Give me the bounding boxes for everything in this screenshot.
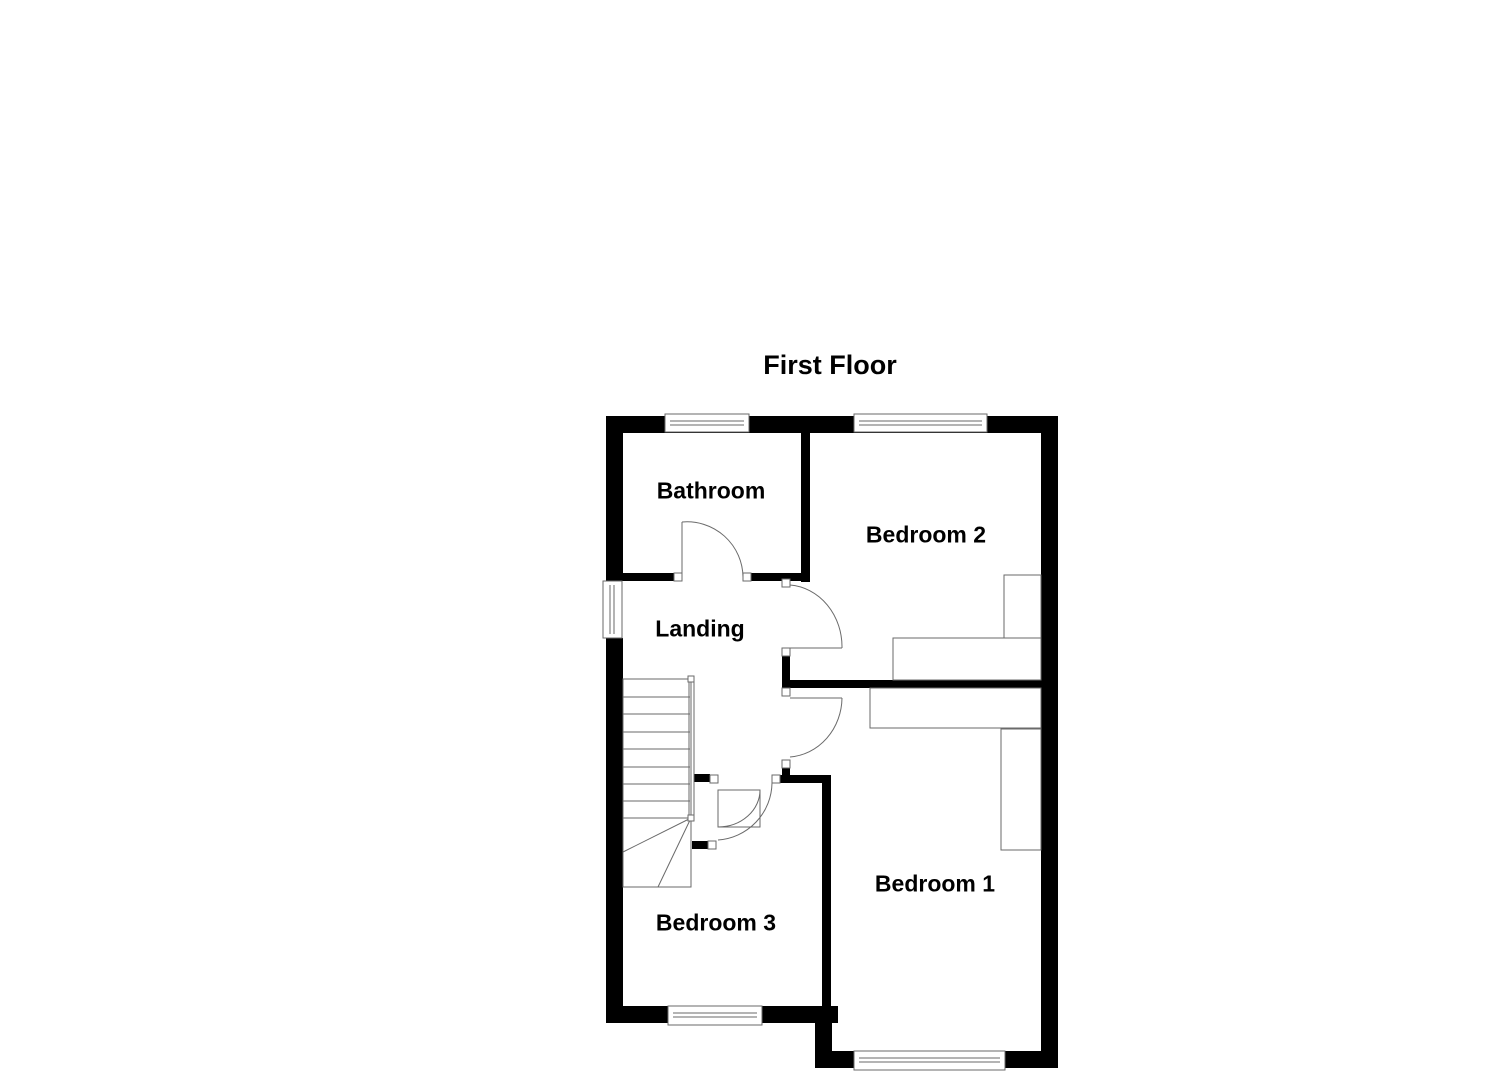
room-label-bedroom-3: Bedroom 3	[655, 909, 777, 936]
windows	[602, 413, 1006, 1071]
staircase	[622, 675, 695, 888]
room-label-landing: Landing	[655, 615, 745, 642]
room-label-bedroom-2: Bedroom 2	[865, 521, 987, 548]
wardrobes	[869, 574, 1042, 851]
room-label-bathroom: Bathroom	[656, 477, 766, 504]
exterior-walls	[606, 416, 1058, 1068]
room-label-bedroom-1: Bedroom 1	[874, 870, 996, 897]
interior-walls	[620, 430, 1044, 1015]
floor-title: First Floor	[763, 350, 897, 380]
doors	[673, 521, 843, 850]
